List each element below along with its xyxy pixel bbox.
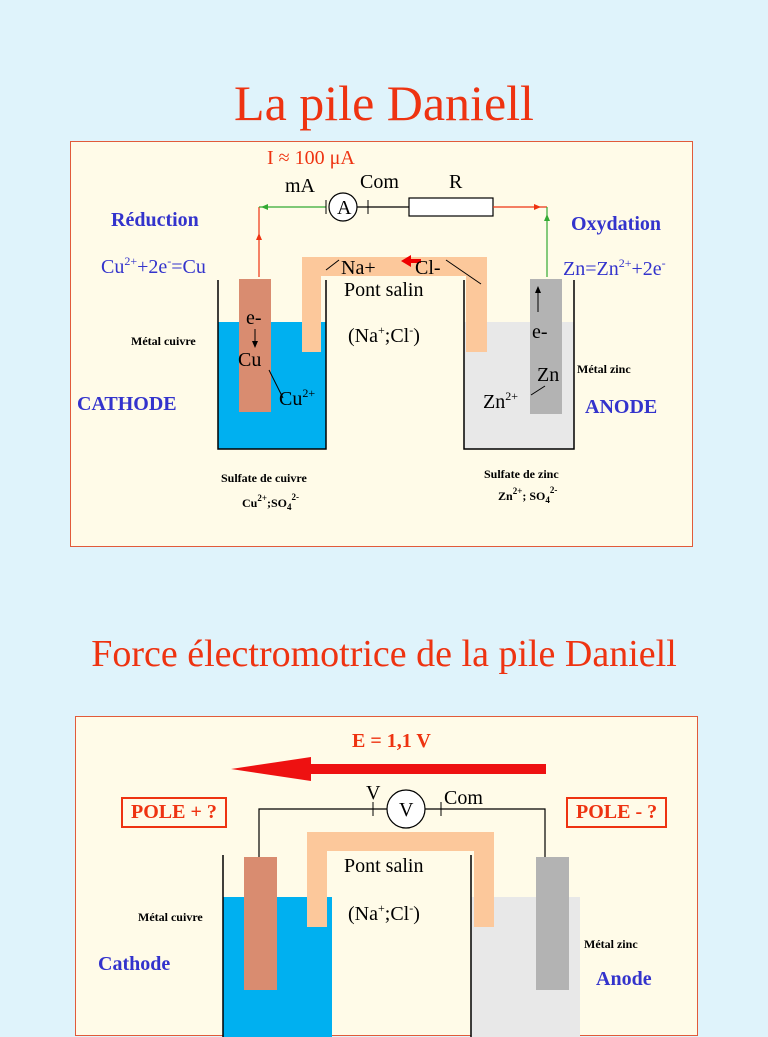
metal-zinc-label: Métal zinc [577,362,631,376]
metal-cuivre-label: Métal cuivre [131,334,196,348]
arrow-right-icon [534,204,541,210]
zinc-electrode [530,279,562,414]
salt-bridge-label: Pont salin [344,855,423,877]
anode-label: ANODE [585,396,657,418]
left-beaker [217,280,327,450]
metal-cuivre-label: Métal cuivre [138,910,203,924]
salt-bridge-label: Pont salin [344,279,423,301]
resistor-icon [408,197,494,217]
anode-reaction: Zn=Zn2++2e- [563,256,666,280]
na-ion-label: Na+ [341,257,376,279]
slide-title: La pile Daniell [234,75,534,131]
electron-right-label: e- [532,321,548,343]
cathode-label: CATHODE [77,393,177,415]
copper-sulfate-formula: Cu2+;SO42- [242,492,299,512]
cathode-reaction: Cu2++2e-=Cu [101,254,206,278]
arrow-up-icon [544,214,550,221]
oxydation-label: Oxydation [571,213,661,235]
bridge-ions-label: (Na+;Cl-) [348,323,420,347]
anode-label: Anode [596,968,652,990]
electron-left-label: e- [246,307,262,329]
salt-bridge [307,832,494,927]
cl-ion-label: Cl- [415,257,441,279]
metal-zinc-label: Métal zinc [584,937,638,951]
pole-minus-box: POLE - ? [566,797,668,828]
reduction-label: Réduction [111,209,199,231]
current-label: I ≈ 100 μA [267,147,355,169]
voltmeter-unit: V [366,782,381,804]
cathode-label: Cathode [98,953,170,975]
emf-label: E = 1,1 V [352,730,431,752]
zinc-electrode [536,857,569,990]
arrow-up-icon [535,286,541,293]
ammeter-unit: mA [285,175,316,197]
voltmeter-symbol: V [399,799,414,821]
emf-arrow-icon [231,757,546,781]
cu-label: Cu [238,349,261,371]
zinc-sulfate-formula: Zn2+; SO42- [498,485,557,505]
right-beaker [463,280,575,450]
pole-plus-box: POLE + ? [121,797,227,828]
section-title: Force électromotrice de la pile Daniell [91,633,677,675]
arrow-up-icon [256,233,262,240]
wire-right [425,808,546,857]
copper-electrode [244,857,277,990]
bridge-ions-label: (Na+;Cl-) [348,901,420,925]
resistor-label: R [449,171,463,193]
ammeter-symbol: A [337,197,352,219]
wire-left [258,808,387,857]
migration-arrow-icon [401,255,421,267]
zn-label: Zn [537,364,559,386]
arrow-left-icon [261,204,268,210]
emf-diagram: E = 1,1 V V Com V Pont salin (Na+;Cl-) M… [75,716,698,1037]
salt-bridge [302,257,487,352]
com-label: Com [444,787,483,809]
copper-sulfate-label: Sulfate de cuivre [221,471,307,485]
arrow-down-icon [252,341,258,348]
zinc-sulfate-label: Sulfate de zinc [484,467,559,481]
daniell-cell-diagram: I ≈ 100 μA mA Com R A Réduction Oxydatio… [70,141,693,547]
com-label: Com [360,171,399,193]
